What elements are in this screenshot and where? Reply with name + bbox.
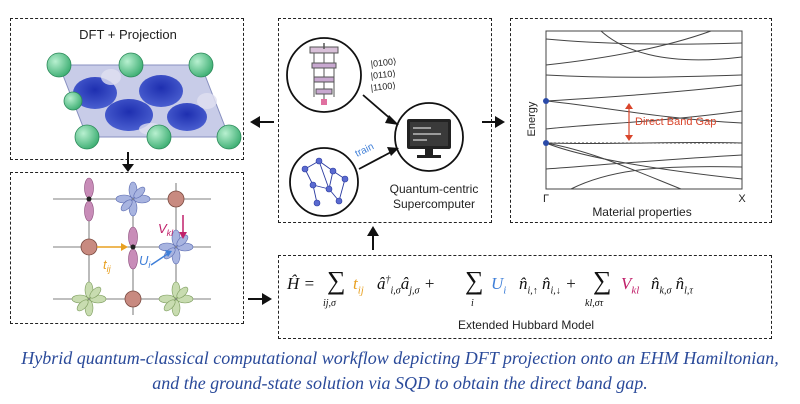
lattice-panel: tij Ui Vkl (10, 172, 244, 324)
t-ij-label: tij (103, 257, 112, 274)
ket-0100: |0100⟩ (370, 56, 397, 69)
quantum-diagram: |0100⟩ |0110⟩ |1100⟩ train (286, 37, 464, 217)
arrow-left-quantum-to-dft (250, 116, 274, 128)
atom (118, 52, 144, 78)
band-edge-marker (543, 140, 549, 146)
train-label: train (353, 141, 375, 159)
arrow-right-lattice-to-hubbard (248, 293, 272, 305)
hubbard-caption: Extended Hubbard Model (457, 318, 595, 332)
dft-charge-density (46, 52, 242, 150)
atom (46, 52, 72, 78)
neural-network-icon (289, 147, 359, 217)
dft-panel: DFT + Projection (10, 18, 244, 160)
v-kl-label: Vkl (158, 221, 174, 238)
properties-caption: Material properties (592, 205, 692, 219)
figure-caption-line1: Hybrid quantum-classical computational w… (21, 348, 779, 368)
band-structure-plot: Direct Band Gap Energy Γ X (526, 30, 746, 205)
tick-x: X (738, 193, 746, 205)
ket-1100: |1100⟩ (370, 80, 396, 93)
u-i-label: Ui (139, 253, 151, 270)
properties-panel: Direct Band Gap Energy Γ X Material prop… (510, 18, 772, 223)
arrow-up-hubbard-to-quantum (367, 226, 379, 250)
atom (216, 124, 242, 150)
s-orbital (80, 190, 185, 308)
tick-gamma: Γ (543, 193, 549, 205)
quantum-label-line1: Quantum-centric (389, 182, 479, 196)
dft-title: DFT + Projection (79, 27, 177, 42)
atom (146, 124, 172, 150)
band-edge-marker (543, 98, 549, 104)
atom (74, 124, 100, 150)
orbital-lattice: tij Ui Vkl (53, 177, 211, 317)
atom (63, 91, 83, 111)
arrow-down-dft-to-lattice (122, 152, 134, 172)
arrow-right-quantum-to-properties (482, 116, 505, 128)
hubbard-hamiltonian: Ĥ = ∑ ij,σ tij â†i,σâj,σ + ∑ i Ui n̂i,↑ … (287, 266, 693, 309)
figure-caption-line2: and the ground-state solution via SQD to… (152, 373, 648, 393)
hubbard-panel: Ĥ = ∑ ij,σ tij â†i,σâj,σ + ∑ i Ui n̂i,↑ … (278, 255, 772, 339)
gap-annotation: Direct Band Gap (635, 116, 716, 128)
quantum-label-line2: Supercomputer (392, 197, 476, 211)
quantum-panel: |0100⟩ |0110⟩ |1100⟩ train Quantum-centr… (278, 18, 492, 223)
p-orbital (84, 177, 138, 270)
f-orbital (71, 281, 194, 317)
y-axis-label: Energy (526, 101, 538, 136)
ket-0110: |0110⟩ (370, 68, 396, 81)
atom (188, 52, 214, 78)
